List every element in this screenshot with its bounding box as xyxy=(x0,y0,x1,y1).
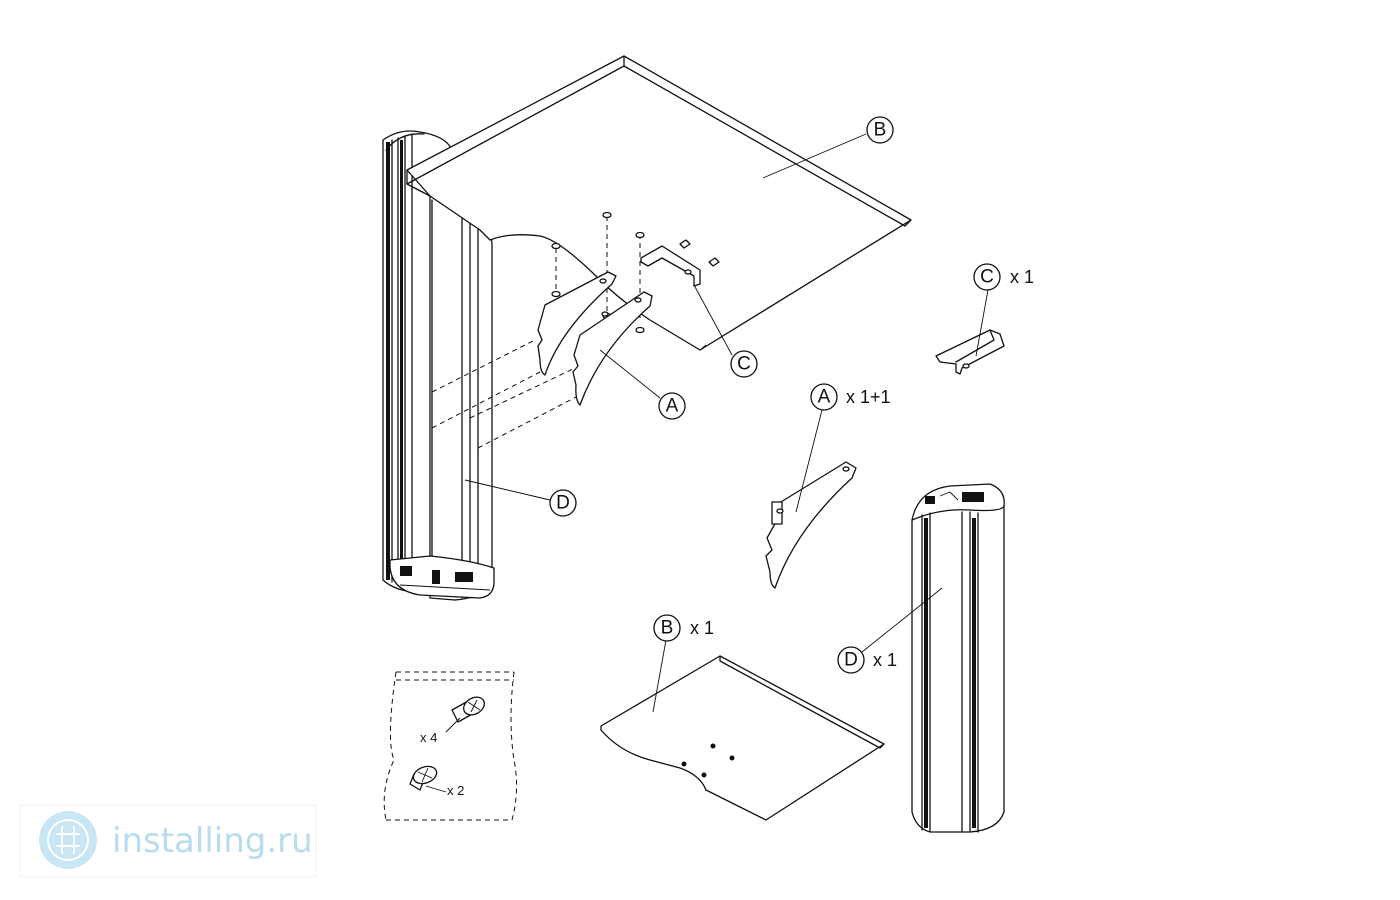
watermark-logo-icon xyxy=(39,811,97,869)
kit-bracket-a: A x 1+1 xyxy=(765,383,891,589)
qty-a-kit: x 1+1 xyxy=(846,387,891,407)
label-a-kit: A xyxy=(818,387,831,408)
qty-screw-long: x 4 xyxy=(420,730,437,745)
label-b-top: B xyxy=(866,116,894,144)
svg-text:B: B xyxy=(874,120,887,141)
label-c-top: C xyxy=(730,350,758,378)
leader-lines-assembly xyxy=(464,133,867,501)
label-d-kit: D xyxy=(844,650,858,671)
watermark-text: installing.ru xyxy=(112,821,313,861)
shelf-b-top xyxy=(406,55,912,351)
qty-b-kit: x 1 xyxy=(690,618,714,638)
qty-c-kit: x 1 xyxy=(1010,267,1034,287)
bracket-a-assembly xyxy=(537,271,653,406)
alignment-lines xyxy=(431,216,641,449)
watermark: installing.ru xyxy=(19,804,317,878)
clip-c-assembly xyxy=(640,245,701,287)
column-d-left xyxy=(382,130,495,601)
screw-long-icon xyxy=(451,696,485,723)
label-c-kit: C xyxy=(980,267,994,288)
label-a-top: A xyxy=(658,392,686,420)
qty-d-kit: x 1 xyxy=(873,650,897,670)
kit-column-d: D x 1 xyxy=(837,483,1005,833)
screw-bag: x 4 x 2 xyxy=(383,671,518,821)
kit-clip-c: C x 1 xyxy=(935,263,1034,375)
svg-text:C: C xyxy=(737,354,751,375)
label-d-left: D xyxy=(549,489,577,517)
qty-screw-short: x 2 xyxy=(447,783,464,798)
screw-short-icon xyxy=(409,765,438,791)
screw-set-assembly xyxy=(551,211,720,334)
kit-shelf-b: B x 1 xyxy=(600,614,885,821)
svg-text:D: D xyxy=(556,493,570,514)
label-b-kit: B xyxy=(661,618,674,639)
svg-text:A: A xyxy=(666,396,679,417)
